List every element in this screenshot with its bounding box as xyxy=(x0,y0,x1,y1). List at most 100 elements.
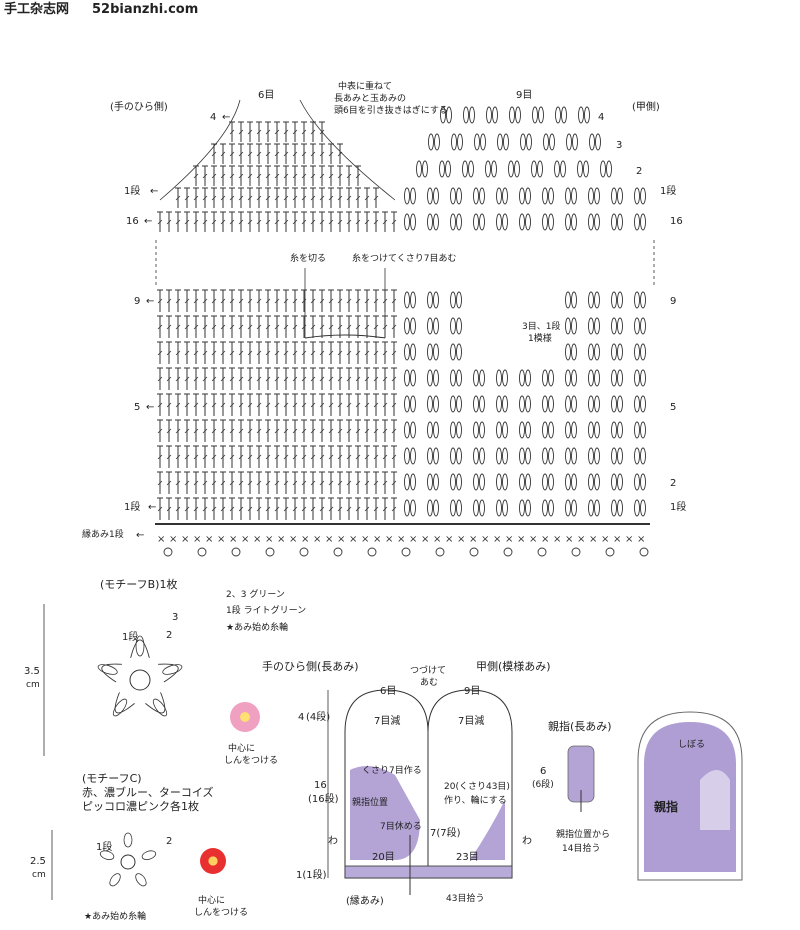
row-label-left: 4 xyxy=(210,112,217,123)
stitch-puff xyxy=(410,369,416,387)
stitch-puff xyxy=(404,473,410,491)
stitch-dc-slash xyxy=(202,428,208,434)
edge-sc-mark: × xyxy=(445,534,453,545)
stitch-puff xyxy=(571,187,577,205)
edge-sc-mark: × xyxy=(289,534,297,545)
stitch-dc-slash xyxy=(265,350,271,356)
stitch-dc-slash xyxy=(175,376,181,382)
cut-yarn-note: 糸を切る xyxy=(290,254,327,264)
layout-chain-right: 作り、輪にする xyxy=(444,796,507,806)
layout-join-note: つづけて xyxy=(410,666,447,676)
stitch-dc-slash xyxy=(184,195,190,201)
stitch-puff xyxy=(588,343,594,361)
stitch-puff xyxy=(445,160,451,178)
motif-b-leaf xyxy=(112,698,128,717)
stitch-dc-slash xyxy=(265,219,271,225)
stitch-puff xyxy=(571,447,577,465)
stitch-dc-slash xyxy=(265,506,271,512)
stitch-puff xyxy=(446,106,452,124)
stitch-puff xyxy=(640,447,646,465)
motif-c-petal xyxy=(123,832,133,848)
stitch-puff xyxy=(410,473,416,491)
stitch-puff xyxy=(588,187,594,205)
stitch-dc-slash xyxy=(265,195,271,201)
stitch-dc-slash xyxy=(274,402,280,408)
stitch-dc-slash xyxy=(193,402,199,408)
stitch-dc-slash xyxy=(211,219,217,225)
stitch-puff xyxy=(433,499,439,517)
edge-sc-mark: × xyxy=(301,534,309,545)
stitch-dc-slash xyxy=(373,428,379,434)
stitch-dc-slash xyxy=(238,376,244,382)
stitch-dc-slash xyxy=(256,298,262,304)
stitch-dc-slash xyxy=(211,506,217,512)
motif-b-petal xyxy=(101,663,122,683)
stitch-dc-slash xyxy=(193,173,199,179)
stitch-puff xyxy=(457,133,463,151)
stitch-dc-slash xyxy=(283,195,289,201)
stitch-puff xyxy=(440,106,446,124)
stitch-dc-slash xyxy=(292,298,298,304)
edge-picot xyxy=(299,547,309,557)
stitch-dc-slash xyxy=(301,151,307,157)
row-label-right: 3 xyxy=(616,140,623,151)
stitch-dc-slash xyxy=(364,506,370,512)
stitch-dc-slash xyxy=(355,428,361,434)
mitten-thumb-label: 親指 xyxy=(654,800,679,814)
edge-picot xyxy=(231,547,241,557)
row-label-right: 9 xyxy=(670,296,677,307)
stitch-puff xyxy=(634,447,640,465)
stitch-dc-slash xyxy=(211,195,217,201)
stitch-puff xyxy=(456,369,462,387)
stitch-dc-slash xyxy=(355,324,361,330)
stitch-puff xyxy=(422,160,428,178)
edge-sc-mark: × xyxy=(541,534,549,545)
edge-sc-mark: × xyxy=(625,534,633,545)
stitch-dc-slash xyxy=(301,376,307,382)
edge-picot xyxy=(639,547,649,557)
stitch-dc-slash xyxy=(220,402,226,408)
site-domain: 52bianzhi.com xyxy=(92,2,199,17)
stitch-dc-slash xyxy=(247,173,253,179)
stitch-puff xyxy=(463,106,469,124)
stitch-puff xyxy=(496,187,502,205)
stitch-puff xyxy=(531,160,537,178)
stitch-dc-slash xyxy=(373,350,379,356)
edge-sc-mark: × xyxy=(373,534,381,545)
edge-sc-mark: × xyxy=(241,534,249,545)
stitch-puff xyxy=(560,160,566,178)
layout-edge-band xyxy=(344,865,513,879)
stitch-dc-slash xyxy=(193,350,199,356)
stitch-dc-slash xyxy=(202,480,208,486)
stitch-dc-slash xyxy=(229,195,235,201)
stitch-dc-slash xyxy=(391,428,397,434)
stitch-dc-slash xyxy=(337,298,343,304)
stitch-dc-slash xyxy=(310,428,316,434)
row-label-left: 5 xyxy=(134,402,141,413)
stitch-puff xyxy=(496,395,502,413)
stitch-puff xyxy=(565,395,571,413)
stitch-puff xyxy=(515,106,521,124)
edge-sc-mark: × xyxy=(361,534,369,545)
stitch-puff xyxy=(496,473,502,491)
stitch-dc-slash xyxy=(364,350,370,356)
thumb-note-2: 1模様 xyxy=(528,334,552,344)
stitch-dc-slash xyxy=(391,298,397,304)
layout-dec-left: 7目減 xyxy=(374,716,401,727)
motif-c-petal xyxy=(141,850,157,860)
row-label-right: 1段 xyxy=(670,502,687,513)
motif-b-flower-sample xyxy=(230,702,260,732)
stitch-puff xyxy=(479,213,485,231)
stitch-dc-slash xyxy=(220,324,226,330)
stitch-dc-slash xyxy=(310,480,316,486)
stitch-dc-slash xyxy=(391,219,397,225)
edge-sc-mark: × xyxy=(421,534,429,545)
row-label-left: 16 xyxy=(126,216,139,227)
stitch-dc-slash xyxy=(274,195,280,201)
stitch-dc-slash xyxy=(391,480,397,486)
stitch-dc-slash xyxy=(346,173,352,179)
stitch-puff xyxy=(548,395,554,413)
stitch-puff xyxy=(611,447,617,465)
stitch-dc-slash xyxy=(391,506,397,512)
